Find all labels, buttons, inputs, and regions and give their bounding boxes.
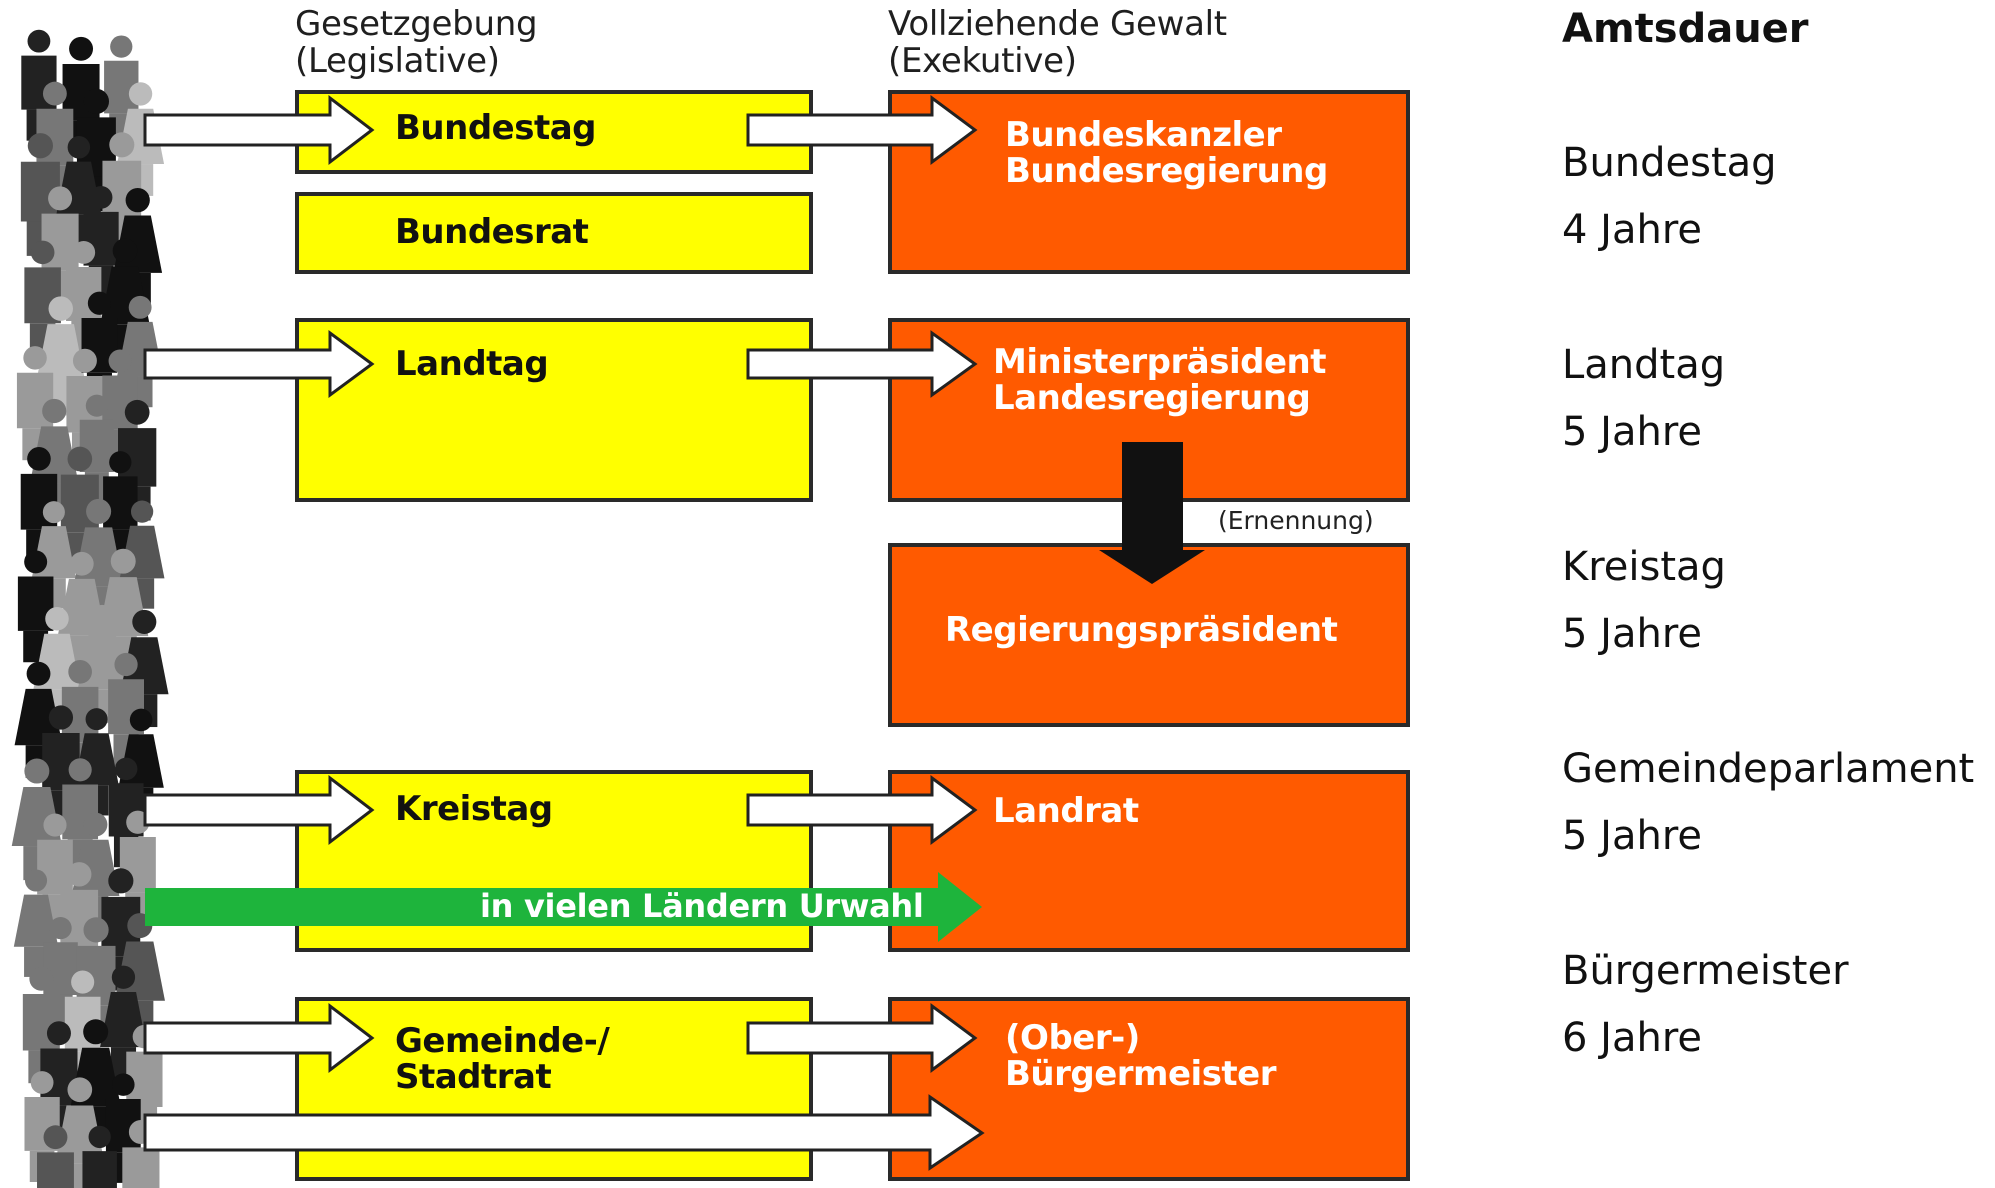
bundesrat-box	[295, 192, 813, 274]
buergermeister-box	[888, 997, 1410, 1181]
right-arrow-icon	[746, 330, 978, 398]
urwahl-arrow	[145, 872, 982, 942]
right-arrow-icon	[143, 330, 375, 398]
bundestag-box	[295, 90, 813, 174]
kreistag-label: Kreistag	[395, 789, 553, 829]
right-arrow-icon	[143, 774, 375, 846]
ernennung-note: (Ernennung)	[1218, 506, 1374, 535]
bundesregierung-label: Bundeskanzler Bundesregierung	[1005, 115, 1328, 191]
term-item-name: Kreistag	[1562, 544, 1726, 590]
legislative-header: Gesetzgebung (Legislative)	[295, 4, 538, 81]
right-arrow-icon	[143, 1002, 375, 1074]
people-crowd-icon	[11, 29, 169, 1188]
term-item-name: Gemeindeparlament	[1562, 746, 1975, 792]
landrat-label: Landrat	[993, 791, 1139, 831]
regierungspraesident-label: Regierungspräsident	[945, 610, 1338, 650]
right-arrow-icon	[143, 1094, 985, 1171]
term-item-duration: 5 Jahre	[1562, 611, 1702, 657]
term-item-duration: 5 Jahre	[1562, 813, 1702, 859]
down-arrow-icon	[1099, 442, 1205, 584]
right-arrow-icon	[746, 95, 978, 165]
term-item-duration: 5 Jahre	[1562, 409, 1702, 455]
term-panel-title: Amtsdauer	[1562, 6, 1809, 52]
landtag-box	[295, 318, 813, 502]
urwahl-label: in vielen Ländern Urwahl	[480, 887, 924, 925]
right-arrow-icon	[143, 94, 375, 166]
right-arrow-icon	[746, 1003, 978, 1073]
term-item-duration: 4 Jahre	[1562, 207, 1702, 253]
landrat-box	[888, 770, 1410, 952]
executive-header: Vollziehende Gewalt (Exekutive)	[888, 4, 1227, 81]
bundestag-label: Bundestag	[395, 108, 597, 148]
landtag-label: Landtag	[395, 344, 549, 384]
buergermeister-label: (Ober-) Bürgermeister	[1005, 1018, 1277, 1094]
bundesrat-label: Bundesrat	[395, 212, 589, 252]
right-arrow-icon	[746, 775, 978, 845]
term-item-name: Landtag	[1562, 342, 1726, 388]
term-item-duration: 6 Jahre	[1562, 1015, 1702, 1061]
term-item-name: Bürgermeister	[1562, 948, 1849, 994]
landesregierung-label: Ministerpräsident Landesregierung	[993, 342, 1326, 418]
gemeinderat-label: Gemeinde-/ Stadtrat	[395, 1021, 610, 1097]
bundesregierung-box	[888, 90, 1410, 274]
term-item-name: Bundestag	[1562, 140, 1777, 186]
